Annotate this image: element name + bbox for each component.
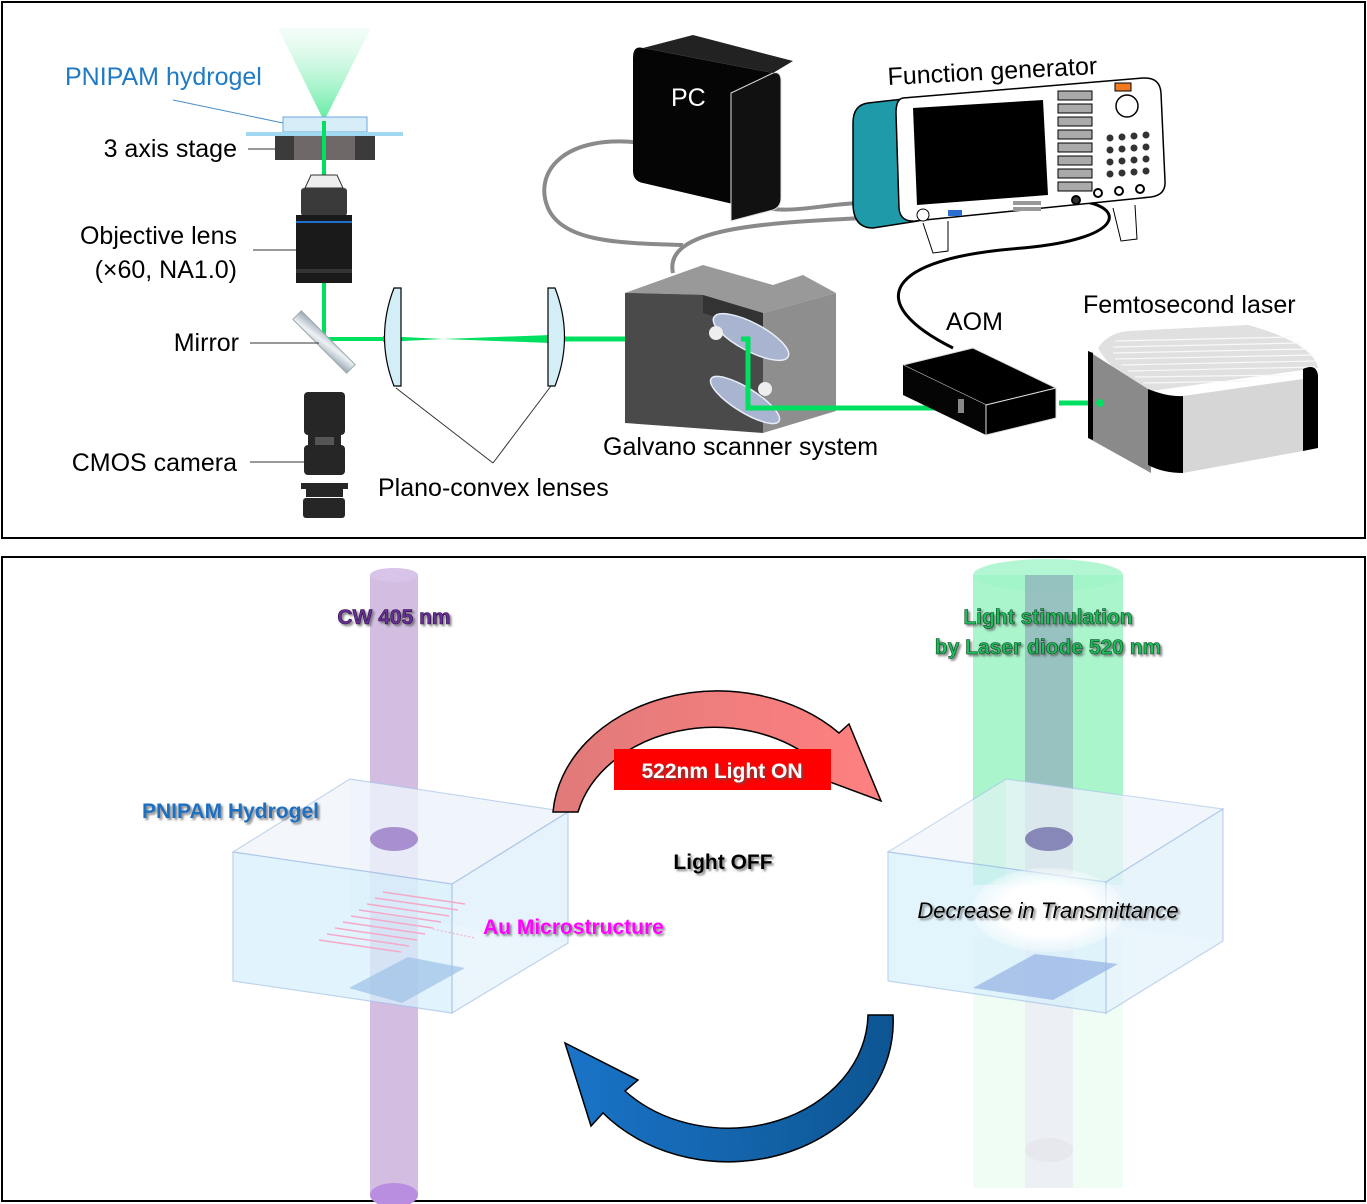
function-generator[interactable]: [852, 77, 1166, 254]
label-pnipam-hydrogel-b: PNIPAM Hydrogel: [142, 800, 319, 823]
setup-diagram: PNIPAM hydrogel 3 axis stage Objective l…: [65, 28, 1318, 518]
label-decrease-transmittance: Decrease in Transmittance: [917, 898, 1178, 923]
label-mirror: Mirror: [174, 329, 239, 357]
au-substrate: [349, 957, 465, 1003]
pc[interactable]: [633, 35, 793, 222]
label-3-axis-stage: 3 axis stage: [104, 135, 237, 163]
light-on-arrow: [552, 690, 883, 813]
au-microstructure-lines: [318, 891, 466, 953]
light-off-arrow: [563, 1014, 894, 1163]
objective-lens: [301, 188, 347, 216]
femtosecond-laser[interactable]: [1088, 325, 1318, 473]
label-galvano-scanner: Galvano scanner system: [603, 433, 878, 461]
plano-convex-lens-2: [547, 287, 566, 387]
label-cmos-camera: CMOS camera: [72, 449, 237, 477]
beam-galvano-aom: [741, 336, 961, 411]
light-on-badge: [614, 749, 831, 790]
label-objective-spec: (×60, NA1.0): [95, 256, 237, 284]
label-cw-405: CW 405 nm: [337, 606, 450, 629]
left-hydrogel-cube: [231, 778, 570, 1015]
label-stimulation-line1: Light stimulation: [963, 606, 1132, 629]
stimulation-diagram: 522nm Light ON Light OFF CW 405 nm Light…: [142, 559, 1225, 1204]
light-on-label: 522nm Light ON: [641, 760, 802, 783]
transmittance-spot: [972, 868, 1124, 952]
stimulation-panel: 522nm Light ON Light OFF CW 405 nm Light…: [1, 556, 1366, 1204]
label-femtosecond-laser: Femtosecond laser: [1083, 291, 1296, 319]
label-objective-lens: Objective lens: [80, 222, 237, 250]
label-plano-convex-lenses: Plano-convex lenses: [378, 474, 609, 502]
aom[interactable]: [901, 347, 1058, 436]
setup-panel: PNIPAM hydrogel 3 axis stage Objective l…: [1, 1, 1366, 539]
emission-cone: [278, 28, 371, 121]
label-pnipam-hydrogel: PNIPAM hydrogel: [65, 63, 262, 91]
label-pc: PC: [671, 84, 706, 112]
generator-galvano-cable: [670, 216, 864, 274]
label-au-microstructure: Au Microstructure: [483, 916, 664, 939]
cmos-camera: [301, 392, 348, 518]
pc-cable: [542, 139, 684, 247]
label-aom: AOM: [946, 308, 1003, 336]
generator-aom-cable: [897, 199, 1111, 350]
mirror: [292, 310, 356, 374]
plano-convex-lens-1: [383, 287, 402, 387]
galvano-scanner[interactable]: [625, 265, 961, 433]
light-off-label: Light OFF: [673, 851, 772, 874]
right-hydrogel-cube: [886, 778, 1225, 1015]
label-stimulation-line2: by Laser diode 520 nm: [935, 636, 1161, 659]
